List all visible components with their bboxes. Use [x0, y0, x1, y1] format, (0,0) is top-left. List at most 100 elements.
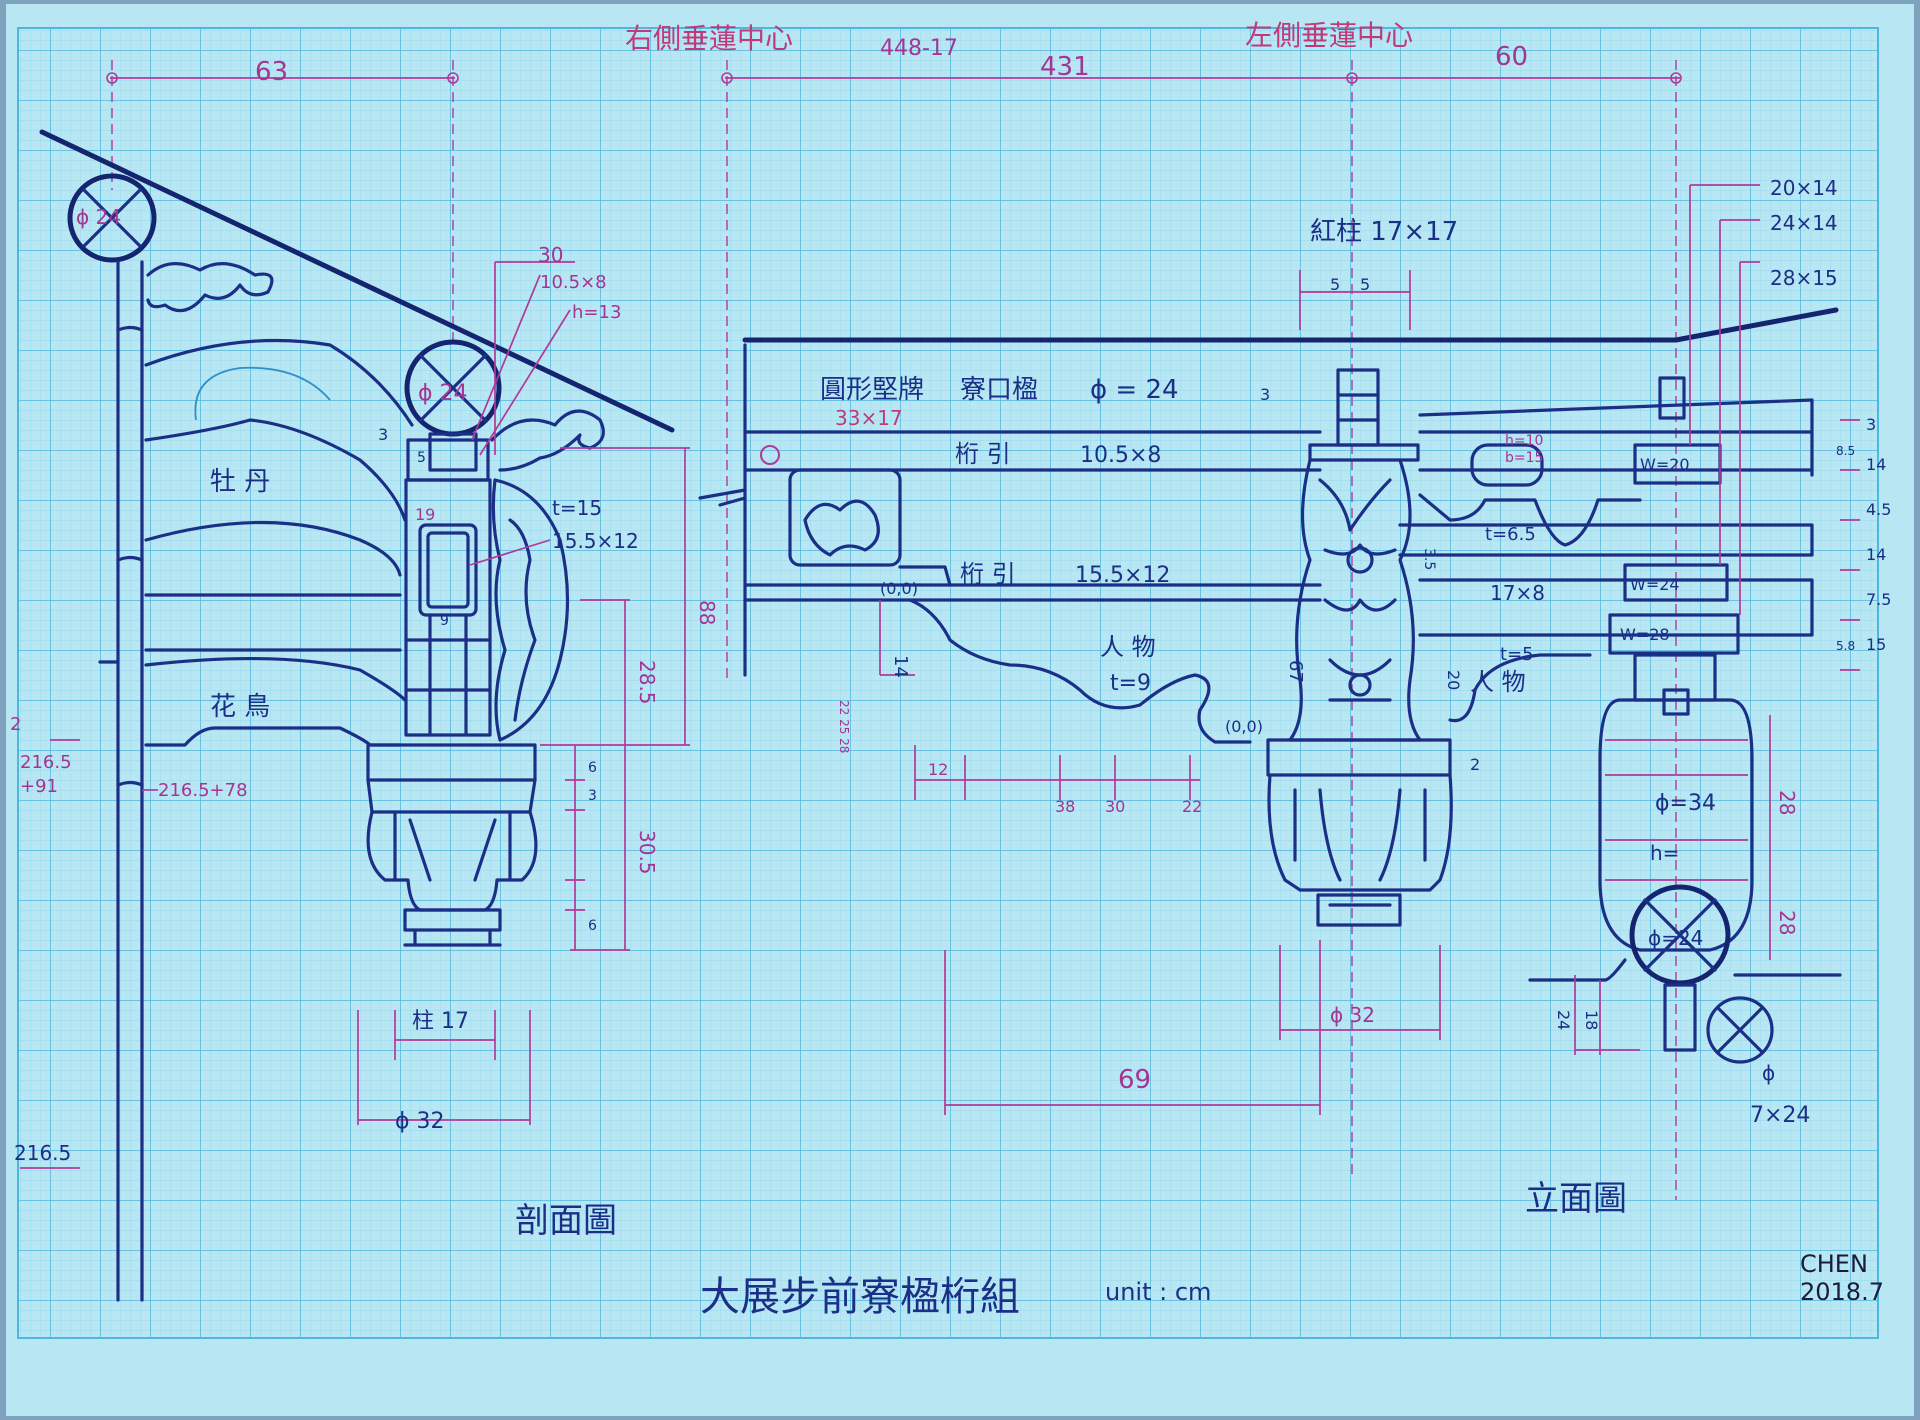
column-rings [116, 325, 144, 787]
dim-3-e: 3 [1260, 385, 1270, 404]
h-label: h= [1650, 841, 1679, 865]
dim-22: 22 [1182, 797, 1202, 816]
phi32-e: ϕ 32 [1330, 1003, 1375, 1027]
lower-purlin [1629, 884, 1731, 986]
dim-60: 60 [1495, 42, 1528, 72]
figure-bracket [908, 598, 1252, 744]
dim-5: 5 [417, 450, 426, 466]
r-14a: 14 [1866, 455, 1886, 474]
lantern-foot-2 [1316, 893, 1402, 927]
beam-17x8: 17×8 [1490, 581, 1545, 605]
cloud-bracket [146, 262, 274, 313]
dim-69-lines [944, 940, 1321, 1115]
dim-9: 9 [440, 613, 449, 629]
round-panel-label: 圓形堅牌 [820, 375, 924, 405]
panel-curve-3 [144, 520, 402, 577]
post-7x24 [1663, 983, 1697, 1052]
dim-28-5: 28.5 [635, 660, 659, 705]
phi34: ϕ=34 [1655, 791, 1716, 816]
h10: h=10 [1505, 433, 1543, 449]
dim-35: 3.5 [1421, 548, 1437, 570]
lantern-ribs [393, 810, 512, 882]
h10-bowl [1470, 443, 1544, 487]
hanging-column [404, 478, 492, 737]
left-note-e: 2 [10, 714, 21, 735]
left-note-a: 216.5 [20, 752, 72, 773]
dim-67: 67 [1285, 660, 1306, 683]
column-window [418, 523, 478, 617]
dim-38: 38 [1055, 797, 1075, 816]
tall-column [116, 260, 144, 1302]
carving-flower [1346, 546, 1374, 574]
tie-carving [1418, 493, 1642, 547]
column-carving [1318, 478, 1397, 702]
right-center-label: 右側垂蓮中心 [625, 22, 793, 55]
dim-14-line [879, 600, 915, 676]
dim-6b: 6 [588, 918, 597, 934]
purlin-cross [82, 188, 142, 248]
dim-69: 69 [1118, 1065, 1151, 1095]
phi24-lower: ϕ=24 [1648, 926, 1703, 950]
peony-label: 牡 丹 [210, 467, 270, 497]
lantern-foot [403, 908, 502, 947]
dim-12: 12 [928, 760, 948, 779]
t5: t=5 [1500, 644, 1534, 665]
t9: t=9 [1110, 671, 1151, 696]
purlin-right [1418, 398, 1814, 477]
side-carving [491, 478, 570, 742]
left-note-b: +91 [20, 776, 58, 797]
dim-28b: 28 [1775, 910, 1799, 935]
s20x14: 20×14 [1770, 176, 1838, 200]
eave-phi: ϕ = 24 [1090, 375, 1179, 405]
tie-upper-size: 10.5×8 [1080, 443, 1161, 468]
panel-ornament [194, 366, 331, 421]
stack-nums: 22 25 28 [837, 700, 851, 753]
origin-b: (0,0) [1225, 717, 1263, 736]
lantern-hook [1662, 688, 1690, 716]
t6-5: t=6.5 [1485, 524, 1536, 545]
figure-bracket-2 [1448, 653, 1592, 723]
base-beam [1528, 958, 1842, 982]
left-note-d: 216.5 [14, 1141, 71, 1165]
r-85: 8.5 [1836, 444, 1855, 458]
panel-curve-4 [144, 657, 407, 702]
column-details [404, 613, 492, 737]
upper-purlin-phi: ϕ 24 [76, 205, 121, 229]
dim-88: 88 [695, 600, 719, 625]
dim-14: 14 [890, 655, 911, 678]
leader [471, 274, 541, 441]
dim-3: 3 [378, 425, 388, 444]
phi-32: ϕ 32 [395, 1109, 445, 1134]
drum-lantern [1598, 698, 1754, 952]
small-purlin [1706, 996, 1774, 1064]
lantern-band-lines [1605, 739, 1748, 881]
lantern-ribs-2 [1293, 788, 1427, 882]
r-75: 7.5 [1866, 590, 1891, 609]
dim-5a: 5 [1330, 275, 1340, 294]
beam-details [898, 523, 1814, 587]
carving-inner [508, 518, 537, 722]
w20: W=20 [1640, 455, 1690, 474]
author: CHEN [1800, 1250, 1868, 1278]
upper-purlin [67, 173, 157, 263]
tie-lower: 桁 引 [960, 560, 1016, 588]
carving-flower [1348, 673, 1372, 697]
r-14b: 14 [1866, 545, 1886, 564]
t-15: t=15 [552, 496, 602, 520]
leader [479, 309, 571, 456]
dim-30-e: 30 [1105, 797, 1125, 816]
dim-28: 28 [1775, 790, 1799, 815]
w28: W=28 [1620, 625, 1670, 644]
tie-lower-size: 15.5×12 [1075, 563, 1170, 588]
lantern-band [366, 778, 537, 814]
dim-30-5: 30.5 [635, 830, 659, 875]
r-58: 5.8 [1836, 639, 1855, 653]
w24: W=24 [1630, 575, 1680, 594]
purlin-block [428, 432, 478, 472]
lower-beam [144, 726, 402, 747]
stub-lines [1336, 393, 1380, 422]
lower-tie-beam [743, 578, 1814, 637]
dim-18: 18 [1582, 1010, 1601, 1030]
unit-label: unit : cm [1105, 1278, 1211, 1306]
